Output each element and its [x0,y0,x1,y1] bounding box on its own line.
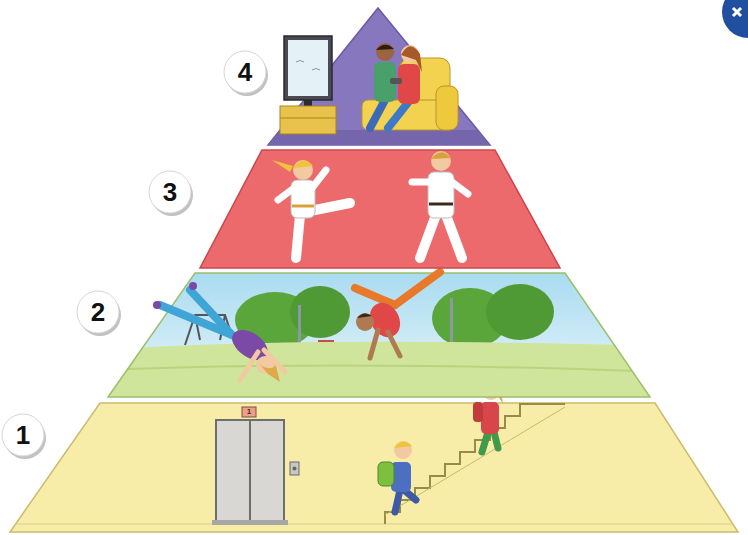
elevator-part [249,420,251,524]
boy-cartwheel-part [388,332,400,356]
television-part [280,118,336,119]
television-part [288,40,328,96]
girl-on-stairs-part [473,402,483,422]
elevator-part [293,467,297,471]
elevator-part [290,462,299,475]
boy-cartwheel-part [355,288,395,305]
level-2-band [100,273,660,400]
boy-on-stairs-part [394,441,412,448]
level-2-band-part-part [298,305,301,345]
callout-number: 4 [222,49,268,95]
staircase [385,404,565,524]
callout-badge: 3 [147,169,193,215]
karate-girl-part [278,188,294,200]
television-part [304,100,312,106]
elevator-part [212,520,288,525]
level-4-band [268,8,490,145]
level-3-band [200,150,560,268]
boy-on-stairs [378,441,416,512]
television-part [296,61,320,71]
boy-cartwheel [355,272,440,358]
sofa-with-kids-part [370,100,385,128]
boy-on-stairs-part [394,441,412,459]
callout-number: 1 [0,412,46,458]
sofa-with-kids-part [390,78,402,84]
karate-boy-part [429,203,453,206]
karate-boy-part [452,182,468,194]
girl-cartwheel-part [189,282,197,290]
staircase-part [385,404,565,524]
television-part [284,36,332,100]
television [280,36,336,134]
girl-on-stairs-part [482,432,488,452]
karate-boy-part [446,215,462,258]
karate-boy-part [431,151,451,171]
boy-cartwheel-part [370,330,378,358]
callout-badge: 4 [222,49,268,95]
level-1-band-part [16,524,732,525]
level-2-band-part-part [100,342,660,400]
callout-badge: 1 [0,412,46,458]
girl-cartwheel [153,282,285,382]
karate-boy-part [431,152,451,159]
corner-badge-part [722,0,748,38]
karate-girl-part [292,205,314,208]
girl-cartwheel-part [153,301,161,309]
level-2-band-part [100,284,660,400]
callout-badge: 2 [75,289,121,335]
boy-on-stairs-part [395,490,400,512]
sofa-with-kids-part [388,100,410,128]
sofa-with-kids-part [398,64,420,104]
level-1-band-part [10,403,738,532]
level-4-band-part [268,8,490,145]
boy-cartwheel-part [357,313,372,318]
girl-cartwheel-part [258,362,280,382]
boy-cartwheel-part [356,313,374,331]
staircase-part [385,407,565,515]
sofa-with-kids-part [401,46,422,72]
callout-number: 3 [147,169,193,215]
floor-sign-number: 1 [242,407,256,417]
level-3-band-part [200,150,560,268]
karate-boy [412,151,468,258]
level-1-band [10,403,738,532]
sofa-with-kids-part [376,45,394,50]
karate-girl-part [312,170,326,188]
girl-on-stairs-part [494,432,498,448]
elevator-part [242,407,256,417]
karate-boy-part [428,172,454,218]
corner-badge [722,0,748,38]
sofa-with-kids-part [436,86,458,130]
level-2-band-part-part [450,298,453,343]
sofa-with-kids [362,43,458,130]
elevator [212,407,299,525]
elevator-part [216,420,284,524]
karate-boy-part [412,179,430,186]
karate-boy-part [420,215,436,258]
girl-cartwheel-part [160,305,232,335]
television-part [280,106,336,134]
karate-girl [272,160,350,258]
corner-badge-part [733,8,741,16]
level-2-band-part-part [100,365,660,372]
callout-number: 2 [75,289,121,335]
boy-cartwheel-part [395,272,440,305]
karate-girl-part [272,160,313,172]
level-2-band-part-part [486,284,554,340]
boy-on-stairs-part [378,462,394,486]
level-2-band-part [108,273,650,397]
girl-on-stairs-part [481,402,499,434]
karate-girl-part [296,215,300,258]
girl-cartwheel-part [240,352,258,380]
sofa-with-kids-part [376,43,394,61]
